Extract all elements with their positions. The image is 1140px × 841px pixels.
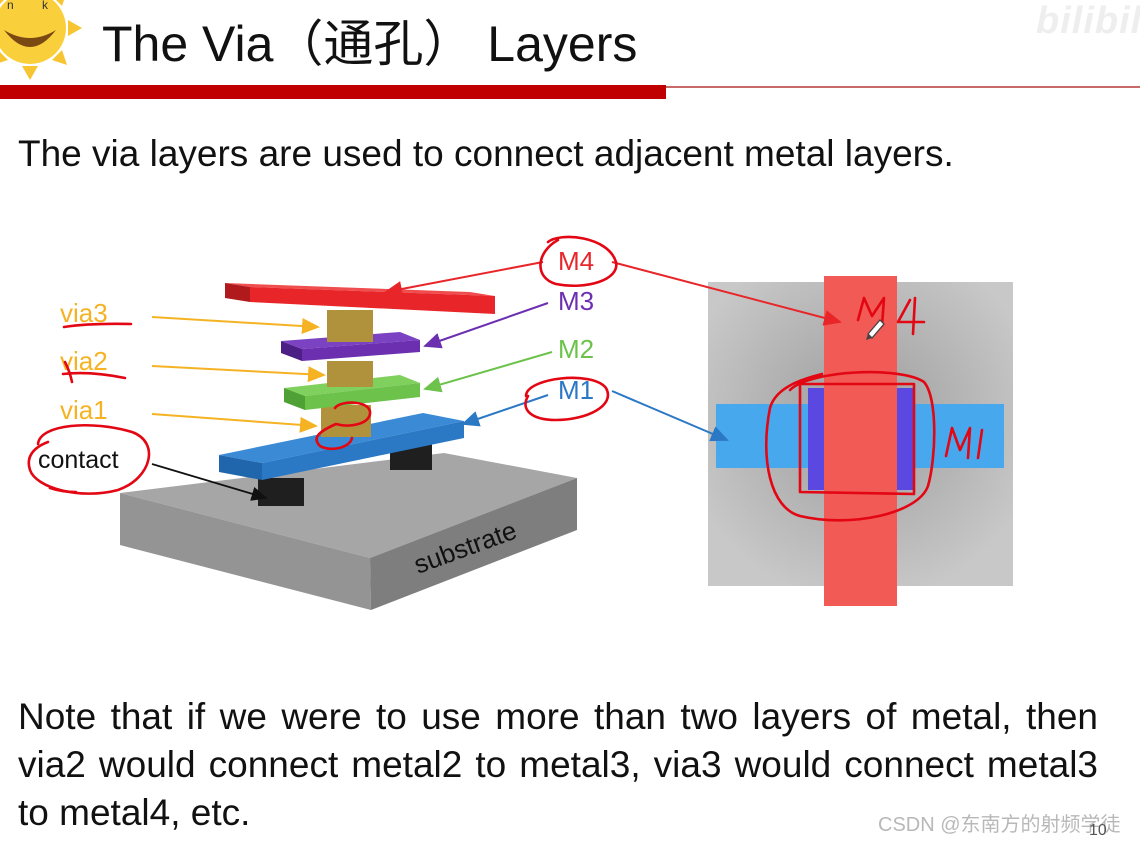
via2-block	[327, 361, 373, 387]
m3-arrow	[423, 302, 549, 349]
logo-letter-k: k	[42, 0, 49, 12]
handwritten-m4-text: M4	[0, 0, 2, 1]
m1-layer	[219, 413, 464, 480]
m4-to-topview-arrow	[611, 261, 842, 326]
via2-underline	[61, 371, 127, 380]
substrate-side	[370, 478, 577, 610]
m3-label: M3	[558, 286, 594, 316]
handwritten-m1-1	[976, 428, 984, 460]
csdn-watermark: CSDN @东南方的射频学徒	[878, 814, 1121, 836]
slide-subtitle: The via layers are used to connect adjac…	[18, 133, 954, 174]
contact-circle	[27, 423, 151, 495]
via2-tick	[63, 360, 74, 384]
contact-blocks	[258, 444, 432, 506]
m1-arrow	[461, 394, 549, 427]
handwritten-m1-m	[944, 426, 972, 460]
pen-cursor-icon	[866, 319, 885, 340]
m4-arrow	[384, 261, 544, 297]
contact-arrow	[151, 463, 268, 501]
via-inner-box	[798, 382, 916, 496]
substrate-front	[120, 493, 371, 610]
via3-block	[327, 310, 373, 342]
bilibili-watermark: bilibili	[1036, 0, 1140, 42]
m4-layer	[225, 283, 495, 314]
title-underline-bar	[0, 85, 666, 99]
slide-title: The Via（通孔） Layers	[102, 16, 638, 72]
via2-label: via2	[60, 346, 108, 376]
sun-logo-icon: n k	[0, 0, 82, 80]
via1-arrow	[151, 413, 318, 433]
contact-tail	[48, 486, 78, 494]
m1-circle	[524, 376, 610, 422]
via3-arrow	[151, 316, 320, 335]
slide-note: Note that if we were to use more than tw…	[18, 696, 1098, 833]
contact-label: contact	[38, 446, 119, 474]
via1-scribble	[315, 401, 372, 451]
top-view	[708, 276, 1013, 606]
via3-underline	[62, 322, 133, 329]
handwritten-m1-text: M1	[0, 0, 2, 1]
m1-to-topview-arrow	[611, 390, 729, 442]
page-number: 10	[1089, 822, 1107, 839]
stack-3d-view: substrate	[38, 246, 594, 610]
handwritten-annotations	[27, 235, 984, 522]
m4-circle	[539, 235, 618, 288]
m4-label: M4	[558, 246, 594, 276]
via2-arrow	[151, 365, 326, 383]
substrate-top	[120, 453, 577, 558]
top-view-m4	[824, 276, 897, 606]
m2-label: M2	[558, 334, 594, 364]
via1-label: via1	[60, 395, 108, 425]
handwritten-m4-4	[896, 296, 926, 336]
via-outer-circle	[764, 370, 936, 522]
m2-arrow	[423, 351, 553, 393]
handwritten-m4-m	[856, 296, 886, 328]
title-underline-rule	[666, 86, 1140, 88]
logo-letter-n: n	[7, 0, 14, 12]
